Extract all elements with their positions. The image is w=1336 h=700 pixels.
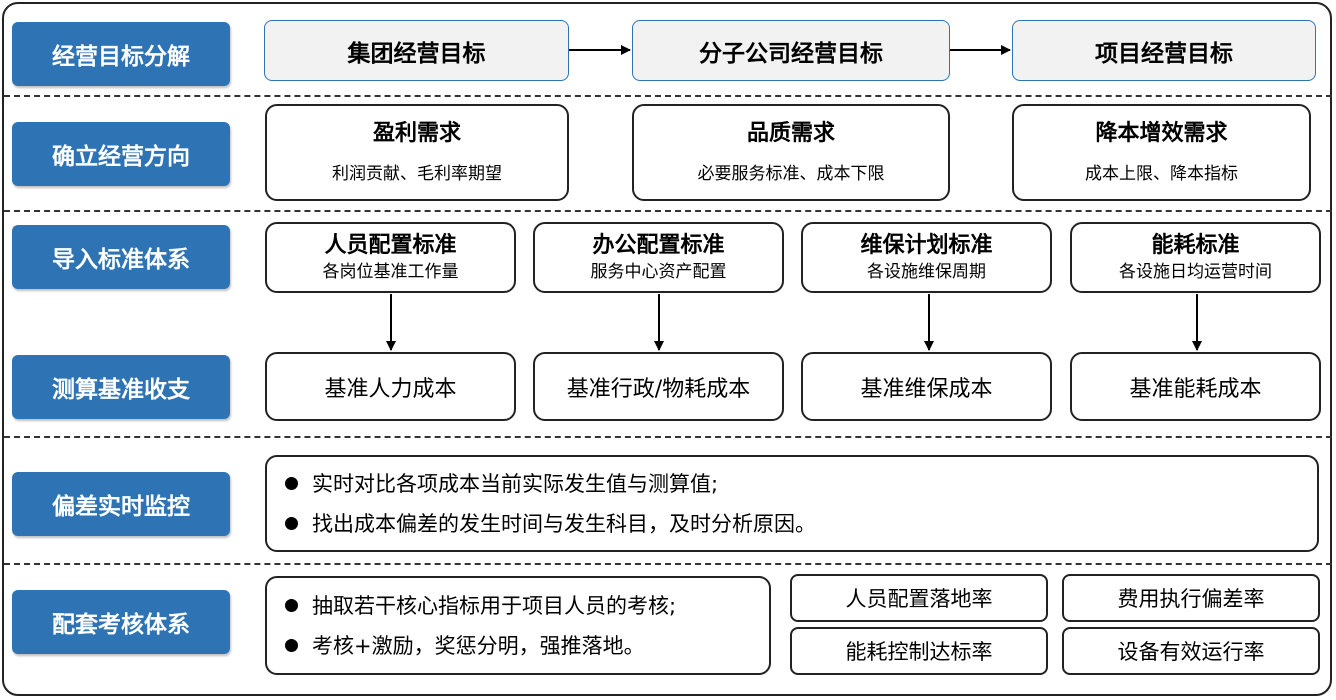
cost-energy: 基准能耗成本 (1070, 352, 1321, 421)
cost-maintenance: 基准维保成本 (801, 352, 1052, 421)
bullet-icon (285, 517, 298, 530)
row-separator (4, 95, 1332, 97)
assess-text: 抽取若干核心指标用于项目人员的考核; (312, 593, 677, 618)
row-label-direction: 确立经营方向 (12, 122, 230, 186)
standard-maintenance: 维保计划标准 各设施维保周期 (801, 222, 1052, 293)
assess-text: 考核+激励，奖惩分明，强推落地。 (312, 633, 645, 658)
direction-profit: 盈利需求 利润贡献、毛利率期望 (265, 104, 569, 201)
standard-sub: 各设施维保周期 (867, 261, 986, 282)
standard-sub: 各设施日均运营时间 (1119, 261, 1272, 282)
kpi-energy-compliance: 能耗控制达标率 (790, 627, 1048, 675)
row-separator (4, 563, 1332, 565)
bullet-icon (285, 599, 298, 612)
monitor-box: 实时对比各项成本当前实际发生值与测算值; 找出成本偏差的发生时间与发生科目，及时… (265, 455, 1319, 552)
row-label-decompose: 经营目标分解 (12, 22, 230, 86)
bullet-icon (285, 477, 298, 490)
standard-title: 人员配置标准 (324, 232, 457, 258)
direction-quality: 品质需求 必要服务标准、成本下限 (632, 104, 950, 201)
standard-title: 办公配置标准 (592, 232, 725, 258)
direction-title: 降本增效需求 (1095, 120, 1228, 146)
assess-item: 考核+激励，奖惩分明，强推落地。 (285, 626, 645, 666)
direction-title: 盈利需求 (372, 120, 461, 146)
row-label-monitor: 偏差实时监控 (12, 472, 230, 536)
monitor-text: 找出成本偏差的发生时间与发生科目，及时分析原因。 (312, 511, 816, 536)
standard-sub: 服务中心资产配置 (590, 261, 727, 282)
cost-admin: 基准行政/物耗成本 (533, 352, 784, 421)
row-separator (4, 210, 1332, 212)
goal-subsidiary: 分子公司经营目标 (632, 20, 950, 81)
goal-group: 集团经营目标 (264, 20, 569, 81)
direction-sub: 利润贡献、毛利率期望 (332, 163, 502, 184)
cost-labor: 基准人力成本 (265, 352, 516, 421)
row-label-assess: 配套考核体系 (12, 590, 230, 654)
monitor-item: 实时对比各项成本当前实际发生值与测算值; (285, 464, 718, 504)
standard-energy: 能耗标准 各设施日均运营时间 (1070, 222, 1321, 293)
direction-sub: 成本上限、降本指标 (1085, 163, 1238, 184)
monitor-text: 实时对比各项成本当前实际发生值与测算值; (312, 471, 719, 496)
kpi-staffing-rate: 人员配置落地率 (790, 574, 1048, 622)
direction-title: 品质需求 (746, 120, 835, 146)
standard-sub: 各岗位基准工作量 (322, 261, 459, 282)
row-separator (4, 436, 1332, 438)
direction-sub: 必要服务标准、成本下限 (697, 163, 885, 184)
assess-item: 抽取若干核心指标用于项目人员的考核; (285, 586, 676, 626)
kpi-expense-deviation: 费用执行偏差率 (1062, 574, 1320, 622)
row-label-standards: 导入标准体系 (12, 225, 230, 289)
standard-staffing: 人员配置标准 各岗位基准工作量 (265, 222, 516, 293)
standard-title: 维保计划标准 (860, 232, 993, 258)
standard-office: 办公配置标准 服务中心资产配置 (533, 222, 784, 293)
direction-cost-reduction: 降本增效需求 成本上限、降本指标 (1012, 104, 1311, 201)
assess-box: 抽取若干核心指标用于项目人员的考核; 考核+激励，奖惩分明，强推落地。 (265, 576, 771, 675)
row-label-budget: 测算基准收支 (12, 355, 230, 419)
standard-title: 能耗标准 (1151, 232, 1240, 258)
goal-project: 项目经营目标 (1012, 20, 1316, 81)
kpi-equipment-uptime: 设备有效运行率 (1062, 627, 1320, 675)
bullet-icon (285, 639, 298, 652)
monitor-item: 找出成本偏差的发生时间与发生科目，及时分析原因。 (285, 504, 816, 544)
